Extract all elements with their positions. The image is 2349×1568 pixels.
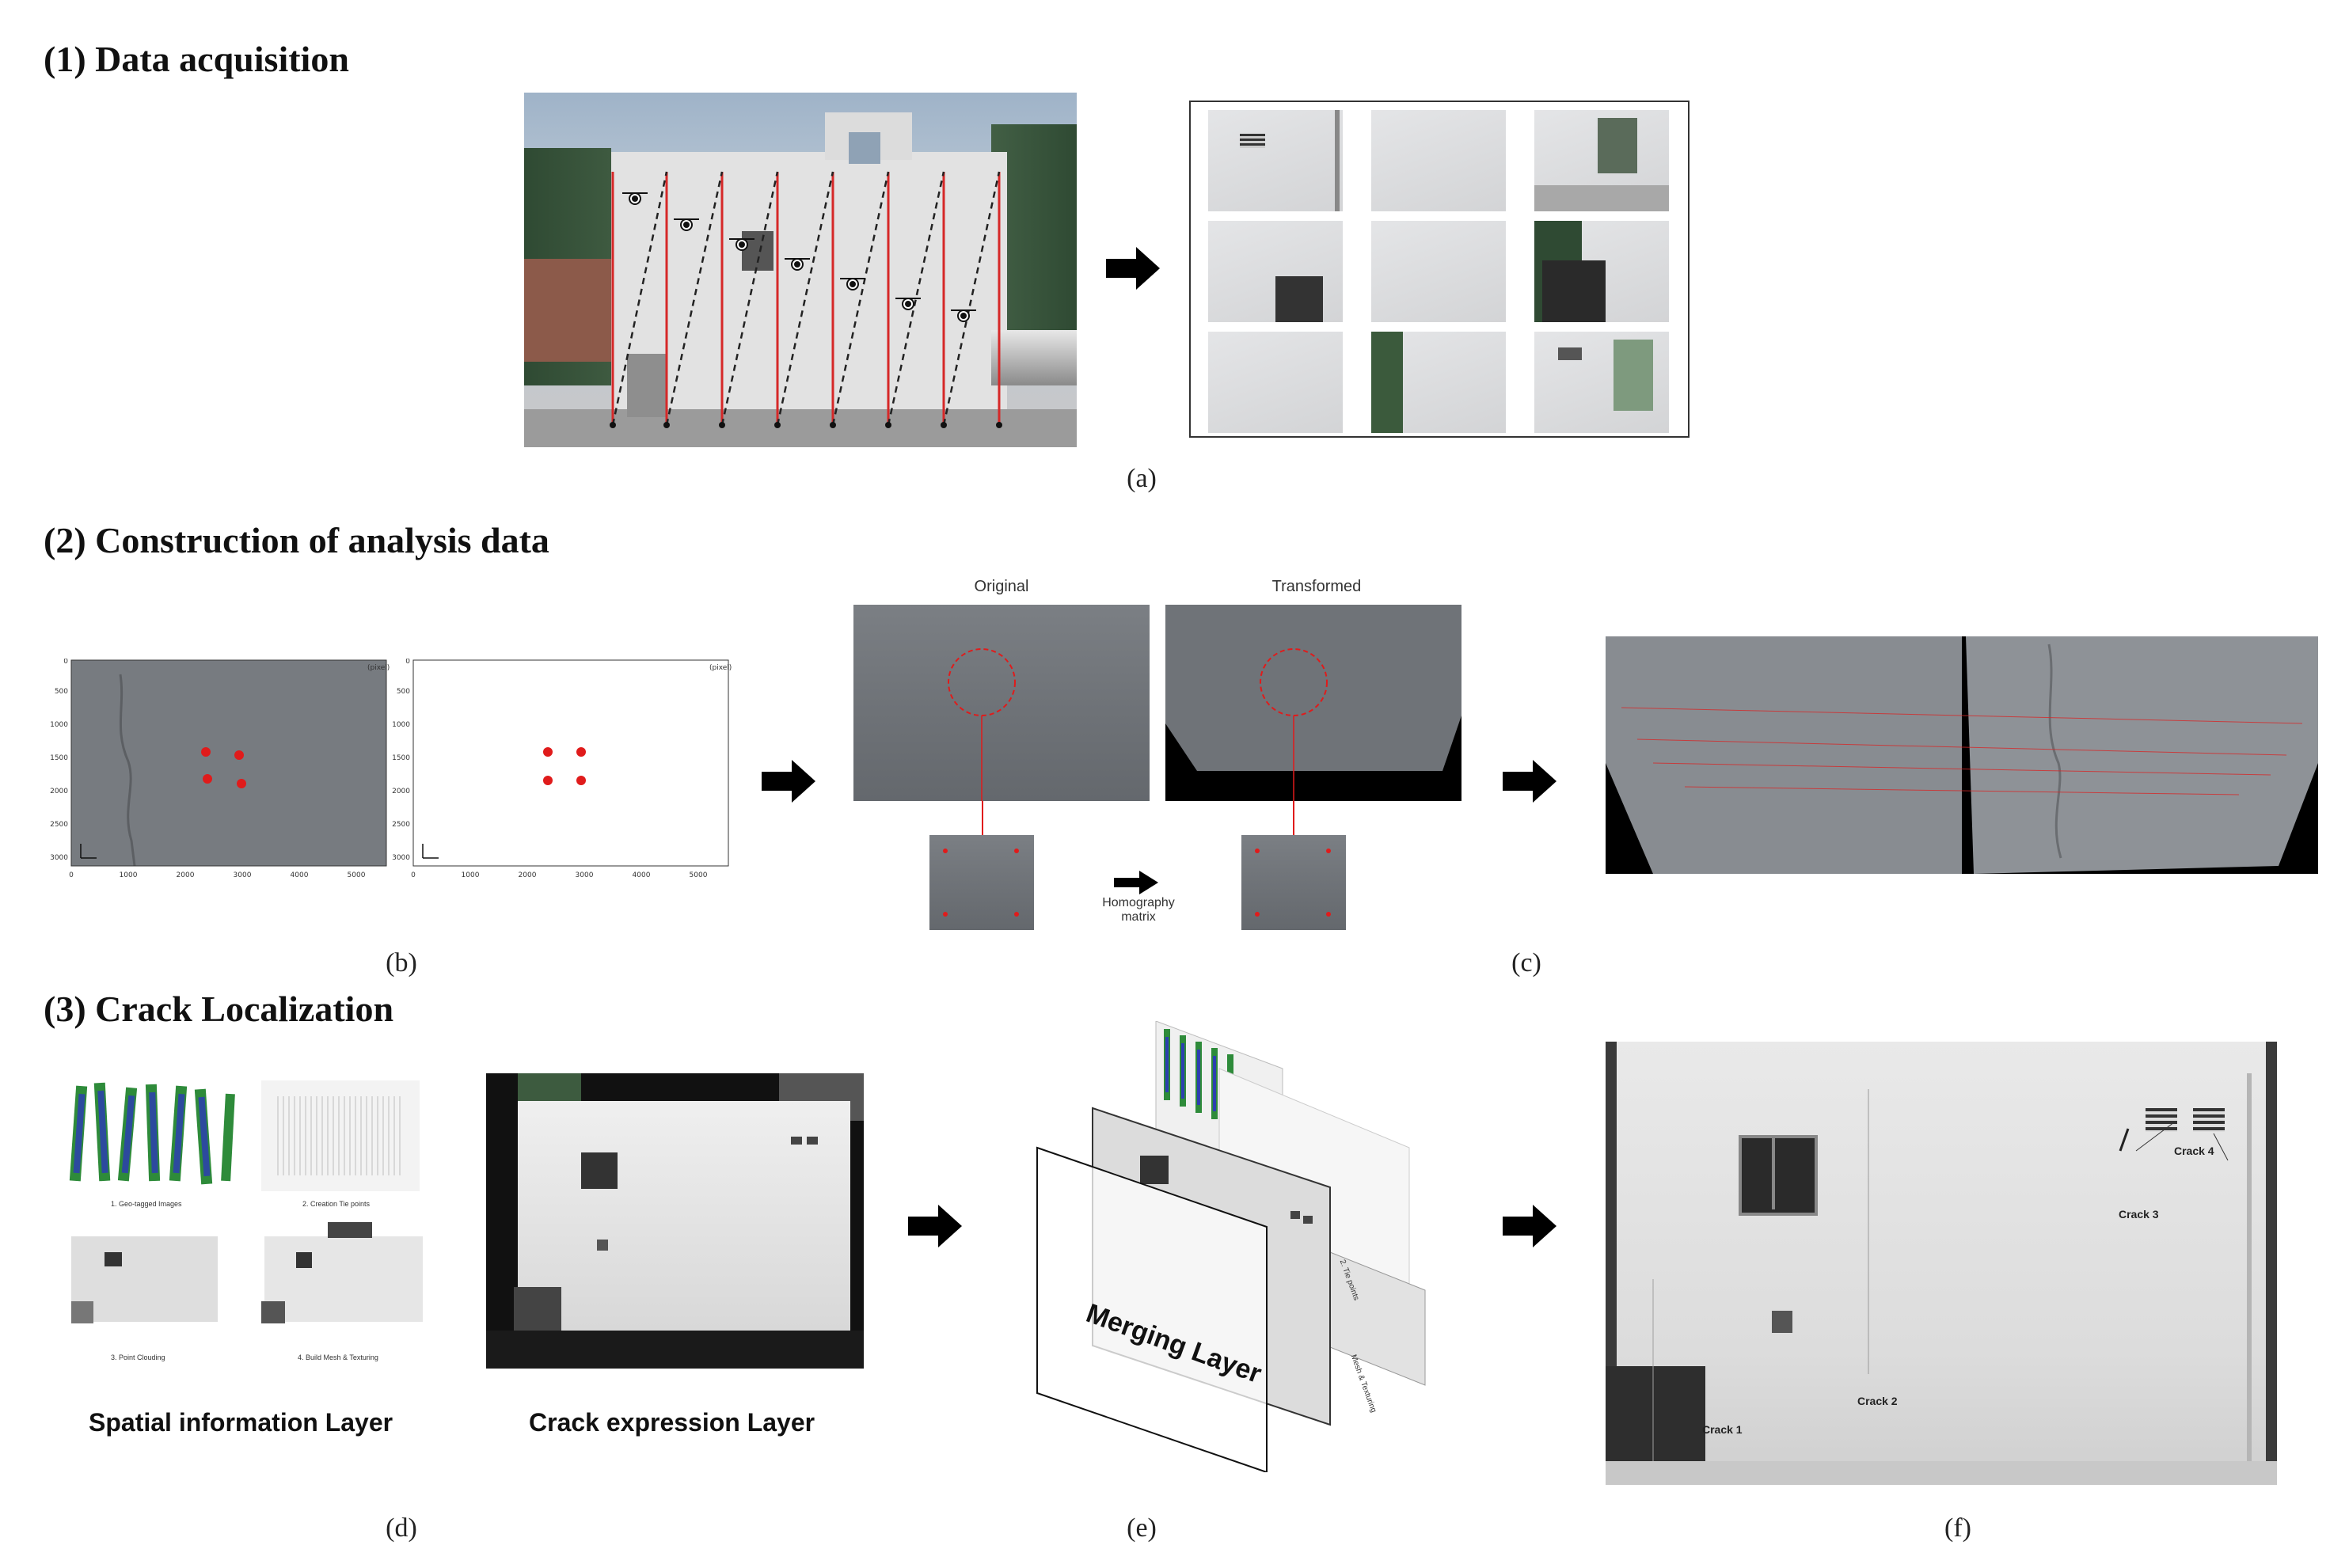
merging-layers-diagram (1036, 1021, 1426, 1472)
svg-text:3000: 3000 (392, 854, 410, 862)
svg-text:2000: 2000 (50, 788, 68, 795)
arrow-right-icon (762, 760, 815, 803)
step-2-label: 2. Creation Tie points (302, 1200, 371, 1208)
point-cloud-image (63, 1230, 230, 1333)
caption-c: (c) (1511, 948, 1541, 978)
svg-text:2500: 2500 (392, 821, 410, 829)
svg-text:1000: 1000 (50, 721, 68, 729)
svg-text:2000: 2000 (392, 788, 410, 795)
svg-text:3000: 3000 (50, 854, 68, 862)
homography-label: Homography matrix (1102, 896, 1175, 924)
step-3-label: 3. Point Clouding (111, 1353, 165, 1361)
svg-text:500: 500 (55, 688, 68, 696)
spatial-layer-label: Spatial information Layer (89, 1408, 393, 1437)
transformed-zoom-patch (1241, 835, 1346, 930)
section-title-construction: (2) Construction of analysis data (44, 520, 549, 560)
caption-d: (d) (386, 1513, 417, 1543)
svg-text:4000: 4000 (633, 871, 651, 879)
svg-text:5000: 5000 (348, 871, 366, 879)
svg-text:4000: 4000 (291, 871, 309, 879)
svg-text:5000: 5000 (690, 871, 708, 879)
original-zoom-patch (929, 835, 1034, 930)
image-grid (1189, 101, 1690, 438)
step-1-label: 1. Geo-tagged Images (111, 1200, 182, 1208)
transformed-label: Transformed (1271, 578, 1362, 595)
homography-arrow-icon (1114, 871, 1158, 894)
svg-text:1500: 1500 (50, 754, 68, 762)
crack-expression-image (486, 1073, 864, 1369)
caption-b: (b) (386, 948, 417, 978)
svg-text:2500: 2500 (50, 821, 68, 829)
svg-text:3000: 3000 (576, 871, 594, 879)
pixel-plot-points: (pixel) 0 1000 2000 3000 4000 5000 0 500… (392, 659, 732, 879)
crack-4-label: Crack 4 (2174, 1145, 2214, 1157)
caption-e: (e) (1127, 1513, 1157, 1543)
svg-text:500: 500 (397, 688, 410, 696)
mesh-texture-image (257, 1222, 443, 1338)
caption-a: (a) (1127, 464, 1157, 493)
section-title-data-acquisition: (1) Data acquisition (44, 39, 349, 79)
unit-label-1: (pixel) (367, 664, 390, 672)
svg-text:0: 0 (405, 659, 410, 666)
svg-text:1000: 1000 (120, 871, 138, 879)
crack-1-label: Crack 1 (1702, 1423, 1743, 1436)
original-image (853, 605, 1150, 801)
original-label: Original (974, 578, 1029, 595)
crack-3-label: Crack 3 (2119, 1208, 2159, 1221)
svg-text:1500: 1500 (392, 754, 410, 762)
stitched-images (1606, 636, 2318, 874)
svg-text:1000: 1000 (392, 721, 410, 729)
svg-text:3000: 3000 (234, 871, 252, 879)
crack-layer-label: Crack expression Layer (529, 1408, 815, 1437)
drone-flight-photo (524, 93, 1077, 447)
crack-location-map (1606, 1042, 2277, 1485)
svg-text:0: 0 (63, 659, 68, 666)
crack-2-label: Crack 2 (1857, 1395, 1898, 1407)
section-title-crack-localization: (3) Crack Localization (44, 989, 394, 1029)
step-4-label: 4. Build Mesh & Texturing (298, 1353, 378, 1361)
svg-text:0: 0 (69, 871, 74, 879)
geo-tagged-images (69, 1082, 235, 1185)
arrow-right-icon (1106, 247, 1160, 290)
svg-text:0: 0 (411, 871, 416, 879)
pixel-plot-image: (pixel) 0 1000 2000 3000 4000 5000 0 500… (50, 659, 390, 879)
tie-points-image (261, 1080, 420, 1191)
caption-f: (f) (1944, 1513, 1971, 1543)
arrow-right-icon (1503, 1205, 1556, 1247)
arrow-right-icon (908, 1205, 962, 1247)
unit-label-2: (pixel) (709, 664, 732, 672)
arrow-right-icon (1503, 760, 1556, 803)
svg-text:2000: 2000 (519, 871, 537, 879)
transformed-image (1165, 605, 1461, 801)
svg-text:2000: 2000 (177, 871, 195, 879)
svg-text:1000: 1000 (462, 871, 480, 879)
